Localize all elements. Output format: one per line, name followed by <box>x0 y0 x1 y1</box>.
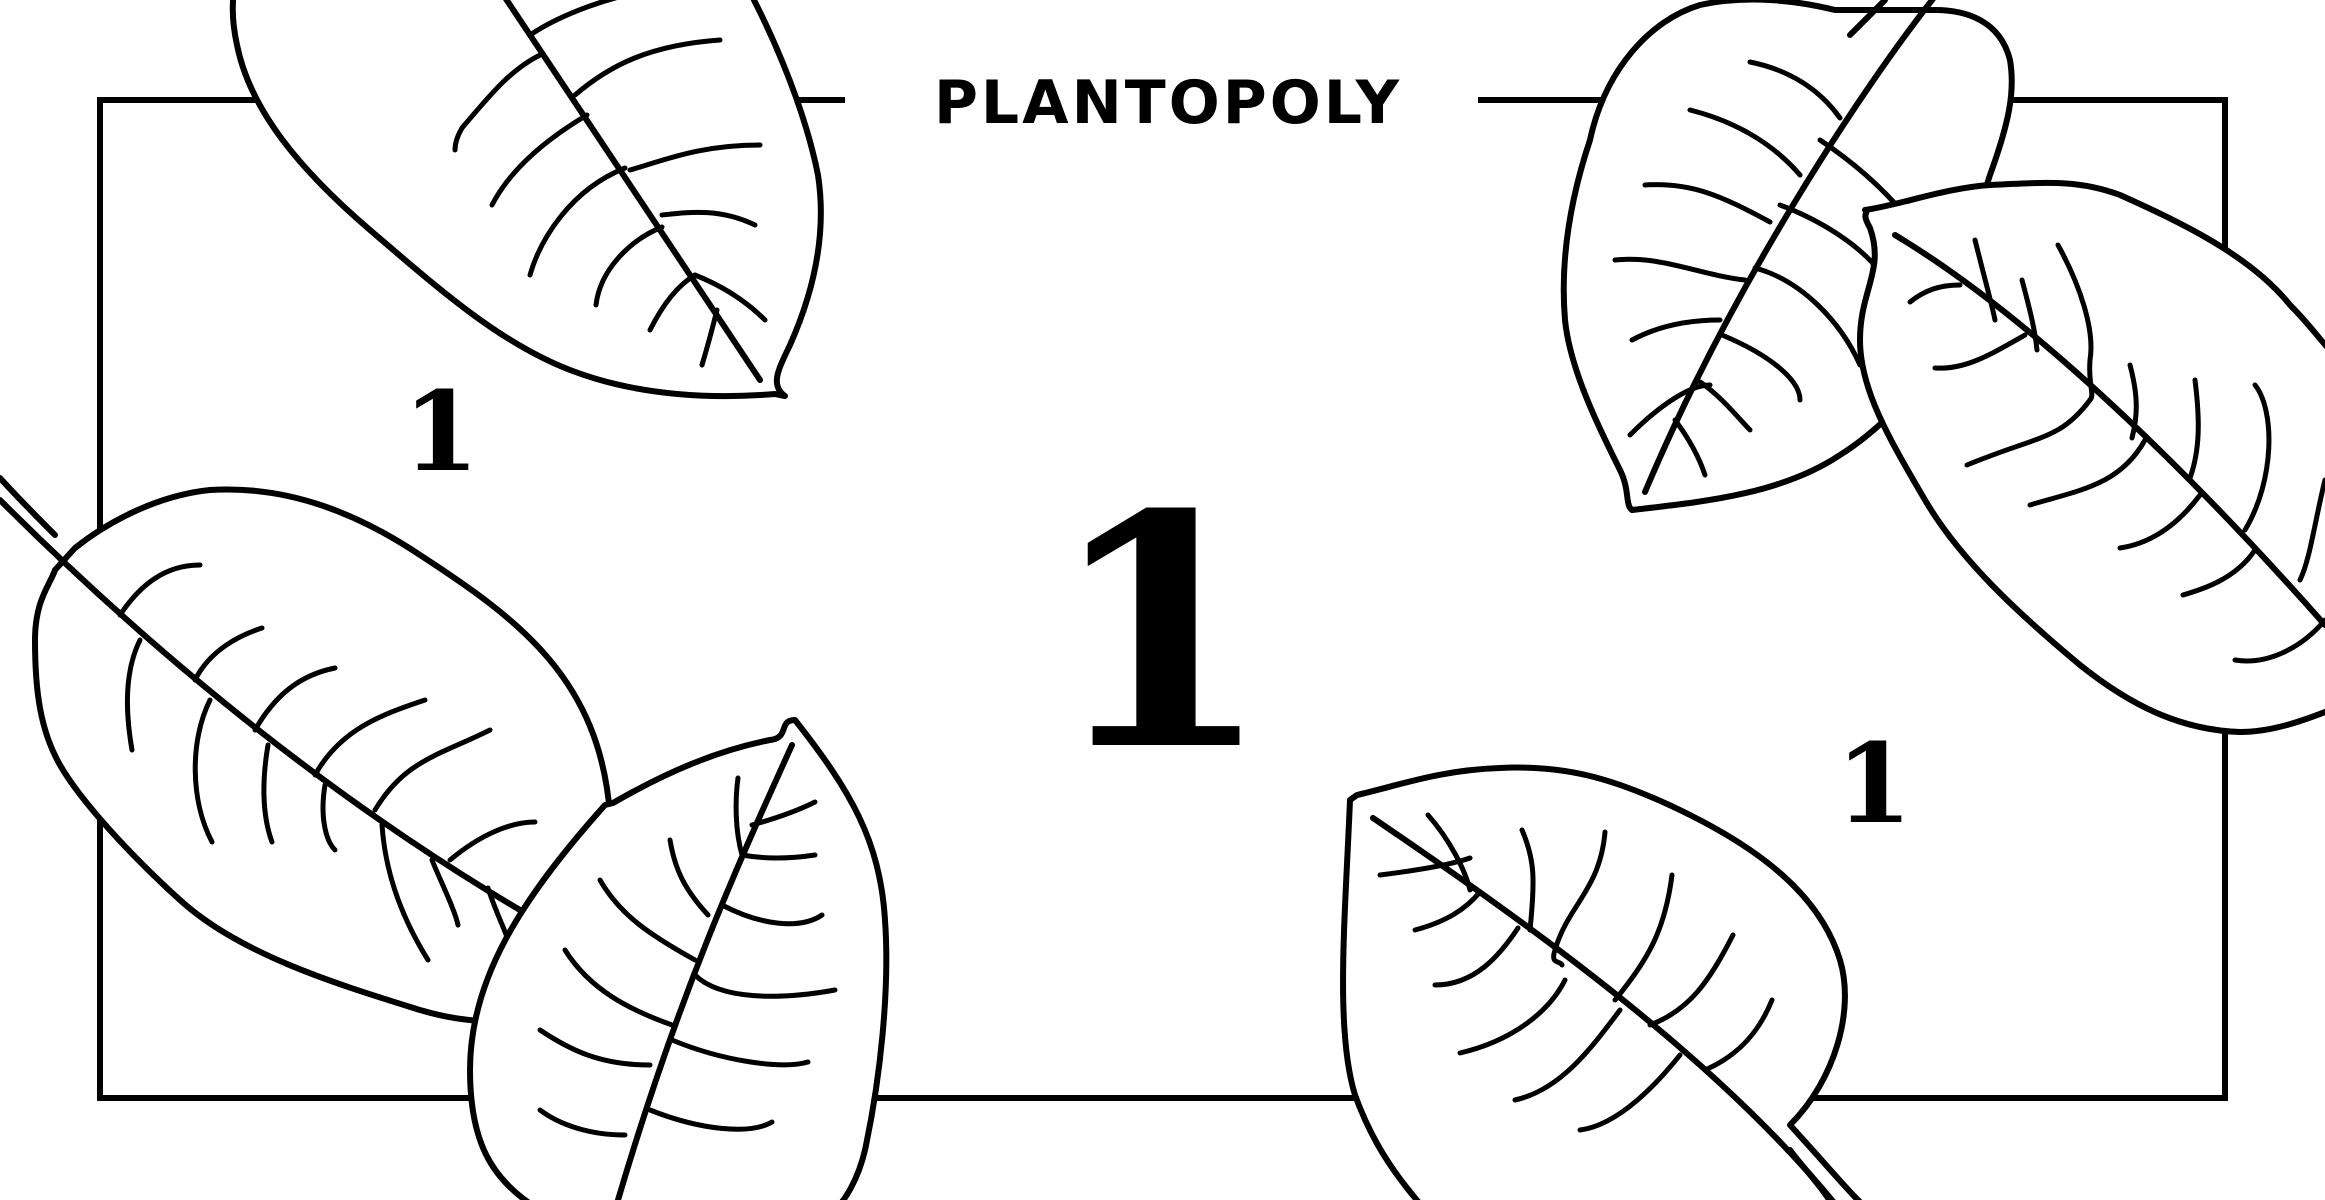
banknote-title: PLANTOPOLY <box>934 68 1402 138</box>
denomination-center: 1 <box>1049 446 1272 821</box>
denomination-bottom-right: 1 <box>1836 719 1913 848</box>
leaf-icon <box>1857 179 2325 735</box>
leaf-icon <box>467 717 890 1200</box>
denomination-top-left: 1 <box>403 367 480 496</box>
banknote-frame <box>97 97 2228 1101</box>
leaf-icon <box>229 0 824 400</box>
leaf-icon <box>1340 764 1863 1200</box>
